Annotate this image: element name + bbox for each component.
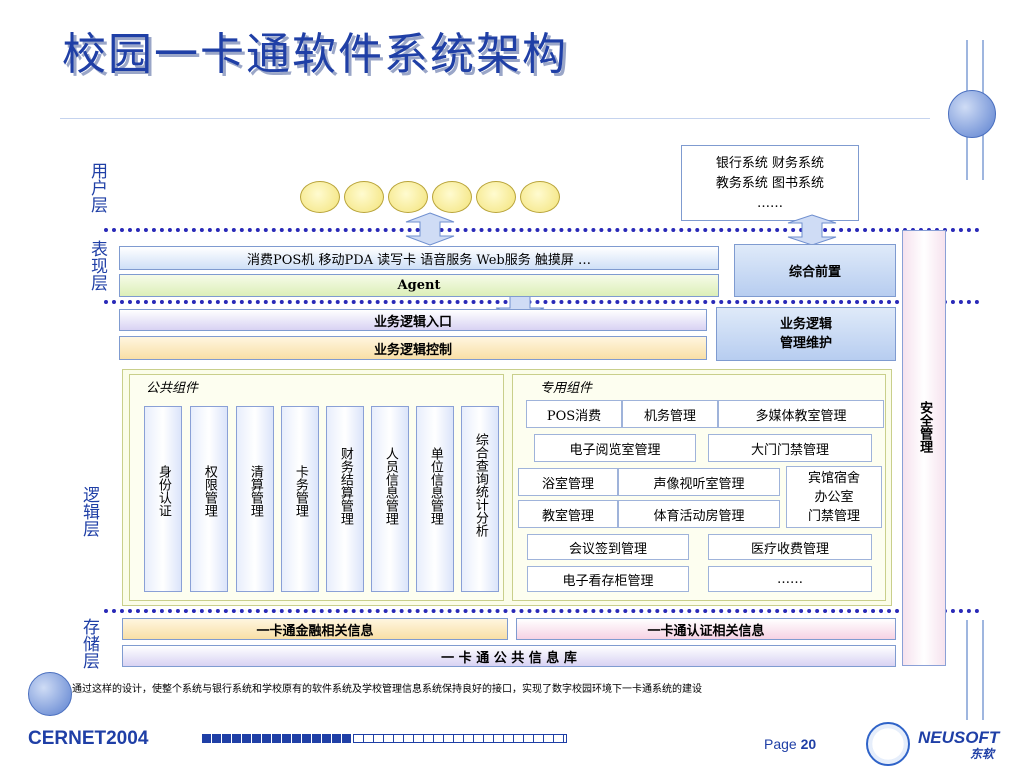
hotel-line: 门禁管理 xyxy=(807,508,860,524)
decor-line xyxy=(982,620,984,720)
decor-circle xyxy=(948,90,996,138)
hotel-line: 办公室 xyxy=(814,489,854,505)
special-component-hotel: 宾馆宿舍 办公室 门禁管理 xyxy=(786,466,882,528)
public-component-label: 单位信息管理 xyxy=(427,447,443,525)
special-component-locker: 电子看存柜管理 xyxy=(527,566,689,592)
external-systems-box: 银行系统 财务系统 教务系统 图书系统 …… xyxy=(681,145,859,221)
neusoft-brand-cn: 东软 xyxy=(970,747,995,761)
user-smiley-icon xyxy=(388,181,428,213)
progress-filled xyxy=(202,734,352,743)
user-smiley-icon xyxy=(520,181,560,213)
user-smiley-icon xyxy=(432,181,472,213)
layer-divider xyxy=(104,609,980,613)
special-component-bathroom: 浴室管理 xyxy=(518,468,618,496)
maintenance-line: 业务逻辑 xyxy=(779,317,832,332)
user-smiley-icon xyxy=(344,181,384,213)
special-component-pos: POS消费 xyxy=(526,400,622,428)
public-component-label: 身份认证 xyxy=(155,465,171,517)
page-number-value: 20 xyxy=(800,736,817,752)
security-management-label: 安全管理 xyxy=(917,401,933,453)
footer-progress-bar xyxy=(202,734,568,743)
users-group xyxy=(300,181,560,213)
public-component-clearing: 清算管理 xyxy=(236,406,274,592)
special-component-av-room: 声像视听室管理 xyxy=(618,468,780,496)
agent-bar: Agent xyxy=(119,274,719,297)
decor-line xyxy=(60,118,930,119)
external-systems-line: 银行系统 财务系统 xyxy=(715,156,825,171)
double-arrow-icon xyxy=(787,214,837,246)
public-component-label: 财务结算管理 xyxy=(337,447,353,525)
layer-label-logic: 逻辑层 xyxy=(79,486,99,537)
special-component-machine: 机务管理 xyxy=(622,400,718,428)
cernet-logo: CERNET2004 xyxy=(28,728,149,749)
neusoft-seal-icon xyxy=(866,722,910,766)
business-logic-entry: 业务逻辑入口 xyxy=(119,309,707,331)
presentation-channels: 消费POS机 移动PDA 读写卡 语音服务 Web服务 触摸屏 … xyxy=(119,246,719,270)
public-component-query: 综合查询统计分析 xyxy=(461,406,499,592)
layer-divider xyxy=(104,228,980,232)
design-note: 通过这样的设计，使整个系统与银行系统和学校原有的软件系统及学校管理信息系统保持良… xyxy=(72,684,702,695)
page-title: 校园一卡通软件系统架构 xyxy=(62,29,568,80)
storage-public-db: 一 卡 通 公 共 信 息 库 xyxy=(122,645,896,667)
special-component-gym: 体育活动房管理 xyxy=(618,500,780,528)
layer-label-presentation: 表现层 xyxy=(87,240,107,291)
user-smiley-icon xyxy=(476,181,516,213)
layer-label-storage: 存储层 xyxy=(79,618,99,669)
progress-empty xyxy=(353,734,567,743)
maintenance-line: 管理维护 xyxy=(779,336,832,351)
neusoft-logo: NEUSOFT 东软 xyxy=(918,728,1000,762)
public-component-personnel: 人员信息管理 xyxy=(371,406,409,592)
external-systems-line: …… xyxy=(757,196,783,211)
special-component-gate: 大门门禁管理 xyxy=(708,434,872,462)
decor-line xyxy=(966,620,968,720)
external-systems-line: 教务系统 图书系统 xyxy=(715,176,825,191)
special-component-multimedia: 多媒体教室管理 xyxy=(718,400,884,428)
public-component-label: 卡务管理 xyxy=(292,465,308,517)
business-logic-maintenance: 业务逻辑 管理维护 xyxy=(716,307,896,361)
special-components-title: 专用组件 xyxy=(540,381,593,396)
special-component-medical: 医疗收费管理 xyxy=(708,534,872,560)
integrated-front-box: 综合前置 xyxy=(734,244,896,297)
special-component-e-reading: 电子阅览室管理 xyxy=(534,434,696,462)
storage-finance-info: 一卡通金融相关信息 xyxy=(122,618,508,640)
public-component-permission: 权限管理 xyxy=(190,406,228,592)
layer-divider xyxy=(104,300,980,304)
public-component-label: 人员信息管理 xyxy=(382,447,398,525)
public-component-unit: 单位信息管理 xyxy=(416,406,454,592)
security-management-box: 安全管理 xyxy=(902,230,946,666)
double-arrow-icon xyxy=(405,212,455,246)
hotel-line: 宾馆宿舍 xyxy=(807,470,860,486)
special-component-meeting: 会议签到管理 xyxy=(527,534,689,560)
business-logic-control: 业务逻辑控制 xyxy=(119,336,707,360)
special-component-classroom: 教室管理 xyxy=(518,500,618,528)
layer-label-user: 用户层 xyxy=(87,162,107,213)
public-component-label: 综合查询统计分析 xyxy=(472,433,488,537)
public-component-card: 卡务管理 xyxy=(281,406,319,592)
decor-circle xyxy=(28,672,72,716)
public-component-finance: 财务结算管理 xyxy=(326,406,364,592)
special-component-more: …… xyxy=(708,566,872,592)
storage-auth-info: 一卡通认证相关信息 xyxy=(516,618,896,640)
public-component-identity: 身份认证 xyxy=(144,406,182,592)
public-component-label: 清算管理 xyxy=(247,465,263,517)
page-label: Page xyxy=(764,736,797,752)
public-components-title: 公共组件 xyxy=(146,381,199,396)
page-number: Page 20 xyxy=(764,736,816,752)
user-smiley-icon xyxy=(300,181,340,213)
public-component-label: 权限管理 xyxy=(201,465,217,517)
neusoft-brand: NEUSOFT xyxy=(918,728,1000,747)
